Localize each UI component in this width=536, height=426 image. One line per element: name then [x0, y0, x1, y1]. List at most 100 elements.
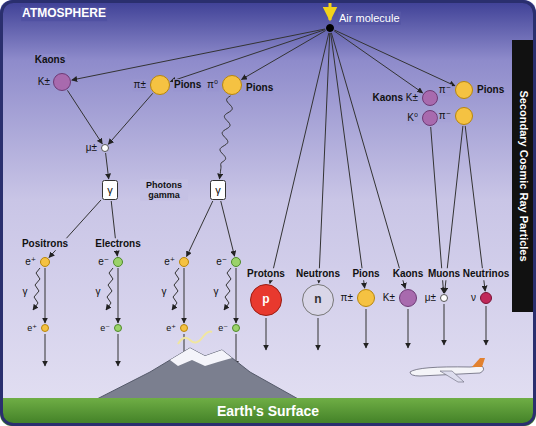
decay-arrow: [108, 93, 152, 144]
gamma-wiggle: [106, 268, 113, 310]
kaon-particle: KaonsK±: [399, 289, 417, 307]
particle-circle: [113, 257, 123, 267]
particle-circle: [40, 257, 50, 267]
decay-arrow: [331, 33, 405, 289]
particle-symbol: K±: [37, 76, 51, 88]
pion-particle: π⁻: [455, 107, 473, 125]
particle-circle: [399, 289, 417, 307]
gamma-symbol: γ: [95, 286, 102, 298]
gamma-symbol: γ: [161, 286, 168, 298]
particle-symbol: p: [261, 293, 270, 307]
particle-circle: [455, 81, 473, 99]
down-arrow: [486, 306, 487, 345]
kaon-particle: KaonsK±: [422, 90, 438, 106]
particle-disc: [481, 293, 492, 304]
down-arrow: [118, 334, 119, 366]
particle-symbol: K±: [382, 292, 396, 304]
particle-symbol: γ: [214, 184, 222, 197]
decay-arrow: [221, 201, 235, 256]
particle-name: Positrons: [21, 238, 69, 250]
electron-particle: Electronse⁻: [113, 257, 123, 267]
photon-icon-outline: [103, 181, 118, 200]
neutrino-particle: Neutrinosν: [480, 292, 492, 304]
particle-disc: [232, 258, 241, 267]
decay-arrow: [106, 153, 109, 179]
decay-arrow: [45, 268, 46, 323]
photon-wave: [219, 96, 232, 179]
positron-particle: e⁺: [180, 324, 188, 332]
decay-arrow: [118, 268, 119, 323]
proton-particle: Protonsp: [250, 284, 282, 316]
pion-particle: π±Pions: [150, 75, 170, 95]
particle-circle: [422, 110, 438, 126]
particle-symbol: K⁰: [406, 112, 419, 124]
particle-name: Kaons: [371, 92, 404, 104]
pion-particle: π⁰Pions: [222, 75, 242, 95]
particle-circle: [41, 324, 49, 332]
down-arrow: [318, 318, 319, 350]
particle-symbol: μ±: [85, 142, 98, 154]
ground-label: Earth's Surface: [216, 403, 320, 419]
particle-symbol: e⁺: [24, 256, 37, 268]
positron-particle: Positronse⁺: [40, 257, 50, 267]
particle-name: Protons: [246, 268, 286, 280]
photon-icon-outline: [211, 181, 226, 200]
particle-disc: [456, 82, 473, 99]
particle-symbol: e⁻: [215, 256, 228, 268]
particle-symbol: e⁺: [163, 256, 176, 268]
particle-circle: [480, 292, 492, 304]
particle-symbol: n: [313, 293, 322, 307]
particle-symbol: Air molecule: [338, 12, 401, 25]
gamma-symbol: γ: [22, 286, 29, 298]
particle-disc: [423, 91, 438, 106]
particle-disc: [102, 145, 109, 152]
particle-symbol: π⁻: [438, 84, 452, 96]
decay-arrow: [465, 126, 485, 291]
decay-arrow: [319, 33, 330, 283]
photon-box: γ: [210, 180, 226, 200]
particle-circle: [180, 324, 188, 332]
particle-symbol: ν: [470, 292, 477, 304]
particle-disc: [441, 295, 448, 302]
particle-disc: [358, 290, 375, 307]
kaon-particle: K⁰: [422, 110, 438, 126]
decay-arrow: [335, 30, 455, 86]
particle-circle: [222, 75, 242, 95]
kaon-particle: KaonsK±: [53, 73, 71, 91]
particle-disc: [54, 74, 71, 91]
particle-symbol: π⁰: [206, 79, 219, 91]
particle-name: Pions: [351, 268, 380, 280]
particle-disc: [41, 258, 50, 267]
ground-strip: [0, 398, 536, 426]
particle-symbol: e⁺: [165, 323, 177, 333]
particle-symbol: μ±: [424, 292, 437, 304]
airplane-tail: [472, 358, 485, 367]
particle-symbol: e⁻: [97, 256, 110, 268]
decay-arrow: [170, 30, 325, 82]
down-arrow: [266, 318, 267, 350]
particle-disc: [151, 76, 170, 95]
particle-symbol: e⁻: [99, 323, 111, 333]
airplane-wing: [440, 371, 464, 382]
decay-arrow: [242, 31, 326, 80]
particle-circle: [114, 324, 122, 332]
down-arrow: [366, 309, 367, 348]
particle-circle: [357, 289, 375, 307]
particle-name: Neutrons: [295, 268, 341, 280]
particle-name: Muons: [427, 268, 461, 280]
particle-symbol: π⁻: [438, 110, 452, 122]
side-bar: [512, 40, 536, 312]
mountain-snow: [170, 348, 232, 366]
particle-disc: [223, 76, 242, 95]
particle-circle: [326, 24, 334, 32]
electron-particle: e⁻: [114, 324, 122, 332]
gamma-symbol: γ: [213, 286, 220, 298]
particle-circle: [231, 257, 241, 267]
particle-circle: [440, 294, 448, 302]
particle-disc: [233, 325, 240, 332]
particle-name: Kaons: [392, 268, 425, 280]
